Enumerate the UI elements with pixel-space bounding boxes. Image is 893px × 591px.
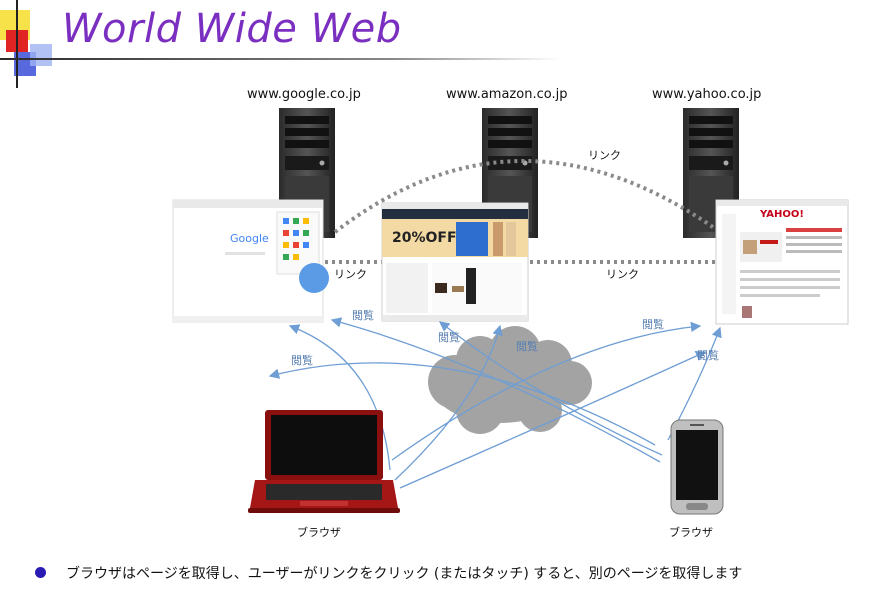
browse-arrow-phone-google bbox=[330, 317, 661, 463]
phone-browser-label: ブラウザ bbox=[669, 526, 713, 539]
title-vertical-rule bbox=[16, 0, 18, 88]
title-underline bbox=[0, 58, 560, 60]
caption-text: ブラウザはページを取得し、ユーザーがリンクをクリック (またはタッチ) すると、… bbox=[66, 566, 743, 582]
browse-label-1: 閲覧 bbox=[352, 309, 374, 322]
amazon-sale-banner: 20%OFF bbox=[392, 230, 457, 246]
browse-arrow-phone-google-2 bbox=[268, 362, 656, 446]
amazon-page-screenshot bbox=[381, 202, 529, 322]
yahoo-page-screenshot bbox=[715, 199, 849, 325]
yahoo-logo-text: YAHOO! bbox=[760, 209, 804, 220]
browse-arrow-laptop-yahoo bbox=[399, 351, 707, 489]
caption-bullet bbox=[35, 567, 46, 578]
google-logo-text: Google bbox=[230, 232, 269, 245]
corner-decoration-lightblue bbox=[30, 44, 52, 66]
browse-label-4: 閲覧 bbox=[642, 318, 664, 331]
browse-arrow-laptop-yahoo-2 bbox=[391, 321, 702, 461]
page-title: World Wide Web bbox=[62, 6, 402, 52]
link-arc-top bbox=[333, 159, 722, 234]
browse-arrow-laptop-google bbox=[288, 324, 391, 471]
server-domain-amazon: www.amazon.co.jp bbox=[446, 87, 568, 102]
browse-label-6: 閲覧 bbox=[291, 354, 313, 367]
google-page-screenshot bbox=[172, 199, 324, 323]
browse-label-3: 閲覧 bbox=[516, 340, 538, 353]
server-domain-google: www.google.co.jp bbox=[247, 87, 361, 102]
browse-arrow-phone-amazon bbox=[438, 321, 663, 456]
link-label-top: リンク bbox=[588, 149, 621, 162]
server-domain-yahoo: www.yahoo.co.jp bbox=[652, 87, 762, 102]
browse-label-5: 閲覧 bbox=[697, 349, 719, 362]
smartphone-device bbox=[670, 419, 724, 515]
link-label-left: リンク bbox=[334, 268, 367, 281]
browse-arrow-laptop-amazon bbox=[394, 324, 503, 481]
browse-label-2: 閲覧 bbox=[438, 331, 460, 344]
laptop-device bbox=[248, 410, 400, 513]
click-cursor-circle bbox=[299, 263, 329, 293]
link-label-middle: リンク bbox=[606, 268, 639, 281]
laptop-browser-label: ブラウザ bbox=[297, 526, 341, 539]
